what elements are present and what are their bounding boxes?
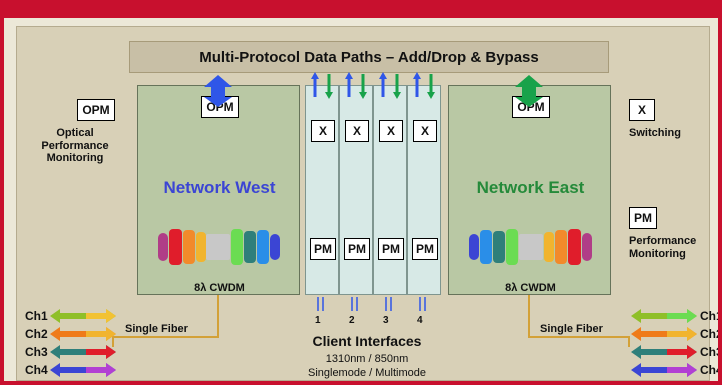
legend-switch-box-text: X — [637, 103, 646, 117]
lane-4-pm-text: PM — [416, 242, 434, 256]
client-lane-3: X PM — [373, 85, 407, 295]
client-fiber-types: Singlemode / Multimode — [307, 367, 426, 379]
right-ch3-label: Ch3 — [700, 345, 722, 359]
network-east-title: Network East — [476, 178, 585, 197]
client-lane-1: X PM — [305, 85, 339, 295]
lane-4-switch-text: X — [420, 124, 429, 138]
east-single-fiber-path — [528, 295, 630, 347]
lane-connectors — [317, 297, 426, 311]
legend-opm-text: Optical Performance Monitoring — [41, 127, 109, 165]
lane-4-switch-box: X — [413, 120, 437, 142]
legend-opm-box-text: OPM — [82, 103, 110, 117]
lane-number-3: 3 — [383, 315, 389, 326]
lane-2-switch-text: X — [352, 124, 361, 138]
west-bidirectional-arrow — [204, 75, 232, 107]
legend-switch-box: X — [629, 99, 655, 121]
east-cwdm-label: 8λ CWDM — [505, 282, 556, 294]
left-ch2-label: Ch2 — [25, 327, 48, 341]
right-channel-arrows — [631, 309, 697, 377]
legend-pm-box: PM — [629, 207, 657, 229]
lane-1-switch-text: X — [318, 124, 327, 138]
network-west-box: OPM Network West 8λ CWDM — [137, 85, 300, 295]
lane-1-pm-box: PM — [310, 238, 336, 260]
client-wavelengths: 1310nm / 850nm — [325, 353, 409, 365]
lane-2-arrows — [345, 72, 367, 99]
west-single-fiber-path — [112, 295, 219, 347]
left-ch4-label: Ch4 — [25, 363, 48, 377]
lane-arrows — [311, 72, 435, 99]
left-channel-arrows — [50, 309, 116, 377]
lane-number-1: 1 — [315, 315, 321, 326]
lane-3-switch-text: X — [386, 124, 395, 138]
legend-opm-box: OPM — [77, 99, 115, 121]
lane-3-arrows — [379, 72, 401, 99]
data-path-arrows — [204, 72, 543, 107]
lane-2-switch-box: X — [345, 120, 369, 142]
network-east-box: OPM Network East 8λ CWDM — [448, 85, 611, 295]
west-spectrum-icon — [158, 229, 280, 265]
east-spectrum-icon — [469, 229, 592, 265]
legend-switch-text: Switching — [629, 127, 681, 139]
lane-number-2: 2 — [349, 315, 355, 326]
legend-pm-text: Performance Monitoring — [629, 235, 697, 260]
top-accent-bar — [4, 4, 718, 18]
lane-3-pm-text: PM — [382, 242, 400, 256]
east-bidirectional-arrow — [515, 75, 543, 107]
lane-4-arrows — [413, 72, 435, 99]
header-title: Multi-Protocol Data Paths – Add/Drop & B… — [199, 48, 539, 66]
single-fiber-left-label: Single Fiber — [125, 323, 188, 335]
network-west-title: Network West — [163, 178, 276, 197]
lane-3-pm-box: PM — [378, 238, 404, 260]
bottom-connections — [112, 295, 630, 347]
legend-pm-box-text: PM — [634, 211, 652, 225]
right-ch1-label: Ch1 — [700, 309, 722, 323]
lane-1-pm-text: PM — [314, 242, 332, 256]
data-paths-header: Multi-Protocol Data Paths – Add/Drop & B… — [129, 41, 609, 73]
lane-3-switch-box: X — [379, 120, 403, 142]
lane-4-pm-box: PM — [412, 238, 438, 260]
lane-2-pm-box: PM — [344, 238, 370, 260]
lane-number-4: 4 — [417, 315, 423, 326]
client-interfaces-title: Client Interfaces — [312, 333, 422, 349]
lane-1-arrows — [311, 72, 333, 99]
west-cwdm-label: 8λ CWDM — [194, 282, 245, 294]
single-fiber-right-label: Single Fiber — [540, 323, 603, 335]
lane-2-pm-text: PM — [348, 242, 366, 256]
diagram-panel: Multi-Protocol Data Paths – Add/Drop & B… — [16, 26, 718, 381]
client-lane-4: X PM — [407, 85, 441, 295]
lane-1-switch-box: X — [311, 120, 335, 142]
right-ch4-label: Ch4 — [700, 363, 722, 377]
left-ch1-label: Ch1 — [25, 309, 48, 323]
client-lane-2: X PM — [339, 85, 373, 295]
right-ch2-label: Ch2 — [700, 327, 722, 341]
left-ch3-label: Ch3 — [25, 345, 48, 359]
